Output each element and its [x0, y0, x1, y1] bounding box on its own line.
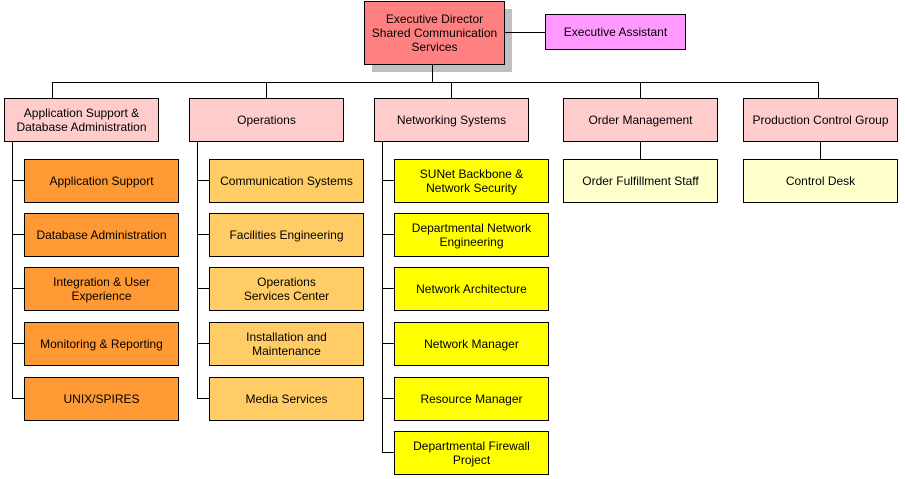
unit-tick-connector	[382, 234, 394, 235]
unit-box[interactable]: UNIX/SPIRES	[24, 377, 179, 421]
unit-tick-connector	[382, 398, 394, 399]
unit-box[interactable]: Media Services	[209, 377, 364, 421]
unit-box[interactable]: Network Manager	[394, 322, 549, 366]
unit-tick-connector	[382, 452, 394, 453]
unit-box[interactable]: Facilities Engineering	[209, 213, 364, 257]
department-drop-connector	[266, 82, 267, 98]
department-box[interactable]: Production Control Group	[743, 98, 898, 142]
unit-box[interactable]: Network Architecture	[394, 267, 549, 311]
department-drop-connector	[640, 82, 641, 98]
unit-box[interactable]: Control Desk	[743, 159, 898, 203]
unit-tick-connector	[197, 288, 209, 289]
unit-connector	[640, 142, 641, 159]
unit-tick-connector	[382, 180, 394, 181]
unit-tick-connector	[12, 288, 24, 289]
department-drop-connector	[52, 82, 53, 98]
unit-tick-connector	[12, 398, 24, 399]
unit-tick-connector	[12, 180, 24, 181]
unit-box[interactable]: Monitoring & Reporting	[24, 322, 179, 366]
unit-box[interactable]: Resource Manager	[394, 377, 549, 421]
department-drop-connector	[451, 82, 452, 98]
unit-spine-connector	[12, 142, 13, 398]
department-box[interactable]: Operations	[189, 98, 344, 142]
unit-tick-connector	[197, 234, 209, 235]
unit-box[interactable]: Departmental Network Engineering	[394, 213, 549, 257]
unit-box[interactable]: Operations Services Center	[209, 267, 364, 311]
department-box[interactable]: Order Management	[563, 98, 718, 142]
unit-box[interactable]: Order Fulfillment Staff	[563, 159, 718, 203]
trunk-connector	[432, 65, 433, 82]
unit-tick-connector	[197, 343, 209, 344]
unit-box[interactable]: Installation and Maintenance	[209, 322, 364, 366]
unit-tick-connector	[382, 288, 394, 289]
unit-box[interactable]: Integration & User Experience	[24, 267, 179, 311]
unit-tick-connector	[382, 343, 394, 344]
unit-tick-connector	[197, 180, 209, 181]
unit-spine-connector	[382, 142, 383, 452]
unit-box[interactable]: Communication Systems	[209, 159, 364, 203]
unit-box[interactable]: Application Support	[24, 159, 179, 203]
unit-tick-connector	[12, 343, 24, 344]
department-drop-connector	[818, 82, 819, 98]
unit-tick-connector	[12, 234, 24, 235]
department-bus-connector	[52, 82, 819, 83]
executive-assistant-box[interactable]: Executive Assistant	[545, 14, 686, 50]
unit-spine-connector	[197, 142, 198, 398]
assistant-connector	[505, 32, 545, 33]
department-box[interactable]: Application Support & Database Administr…	[4, 98, 159, 142]
unit-box[interactable]: Departmental Firewall Project	[394, 431, 549, 475]
unit-connector	[820, 142, 821, 159]
unit-box[interactable]: SUNet Backbone & Network Security	[394, 159, 549, 203]
department-box[interactable]: Networking Systems	[374, 98, 529, 142]
unit-box[interactable]: Database Administration	[24, 213, 179, 257]
executive-director-box[interactable]: Executive Director Shared Communication …	[364, 1, 505, 65]
unit-tick-connector	[197, 398, 209, 399]
